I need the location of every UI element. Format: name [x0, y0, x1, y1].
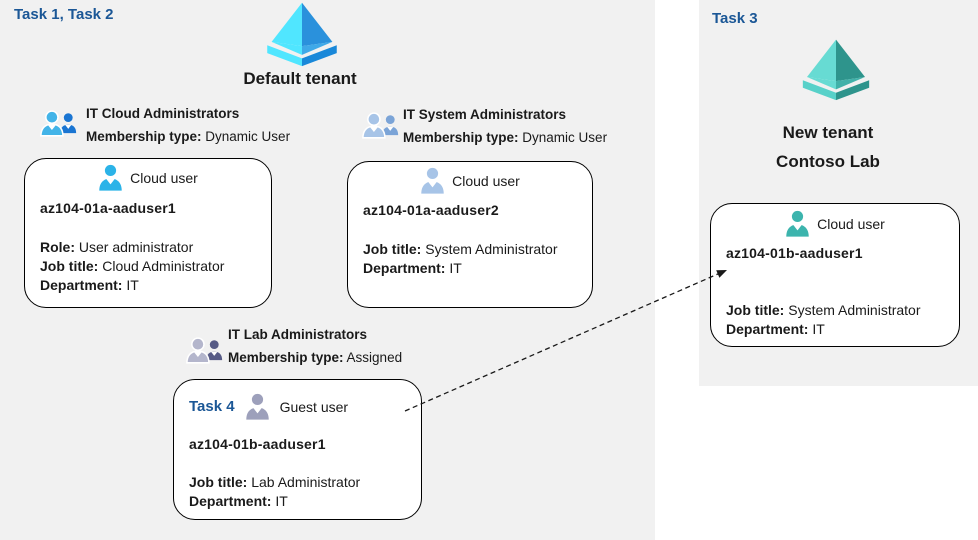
user-name: az104-01b-aaduser1: [189, 436, 326, 452]
guest-user-icon: [245, 393, 269, 420]
group-title-cloud-admins: IT Cloud Administrators: [86, 106, 240, 121]
user-name: az104-01a-aaduser1: [40, 200, 176, 216]
membership-type-value: Assigned: [346, 350, 403, 365]
user-card-cloud-user-1: Cloud user az104-01a-aaduser1 Role: User…: [24, 158, 272, 308]
default-tenant-title: Default tenant: [243, 69, 357, 88]
user-department-row: Department: IT: [726, 321, 825, 337]
membership-type-label: Membership type:: [403, 130, 519, 145]
new-tenant-title-line2: Contoso Lab: [776, 152, 880, 171]
membership-type-value: Dynamic User: [205, 129, 291, 144]
task-4-label: Task 4: [189, 398, 235, 415]
task-1-2-label: Task 1, Task 2: [14, 6, 114, 23]
user-type-label: Cloud user: [452, 172, 520, 189]
user-jobtitle-row: Job title: System Administrator: [363, 241, 558, 257]
user-card-guest-user: Task 4 Guest user az104-01b-aaduser1 Job…: [173, 379, 422, 520]
new-tenant-title-line1: New tenant: [782, 123, 874, 142]
membership-type-cloud-admins: Membership type: Dynamic User: [86, 129, 290, 144]
user-name: az104-01a-aaduser2: [363, 202, 499, 218]
user-card-header: Cloud user: [348, 167, 592, 194]
user-card-cloud-user-2: Cloud user az104-01a-aaduser2 Job title:…: [347, 161, 593, 308]
user-type-label: Guest user: [279, 398, 349, 415]
group-icon-lab-admins: [186, 337, 223, 364]
azure-tenant-icon-default: [267, 2, 337, 67]
user-jobtitle-row: Job title: Lab Administrator: [189, 474, 361, 490]
user-jobtitle-row: Job title: Cloud Administrator: [40, 258, 225, 274]
group-icon-system-admins: [362, 112, 399, 139]
user-attributes: Job title: System Administrator Departme…: [363, 240, 586, 278]
user-jobtitle-row: Job title: System Administrator: [726, 302, 921, 318]
user-type-label: Cloud user: [130, 169, 198, 186]
cloud-user-icon: [421, 167, 444, 194]
cloud-user-icon: [786, 210, 809, 237]
user-card-new-tenant-user: Cloud user az104-01b-aaduser1 Job title:…: [710, 203, 960, 347]
user-type-label: Cloud user: [817, 215, 885, 232]
user-attributes: Job title: System Administrator Departme…: [726, 301, 953, 339]
user-attributes: Job title: Lab Administrator Department:…: [189, 473, 415, 511]
user-department-row: Department: IT: [40, 277, 139, 293]
group-title-system-admins: IT System Administrators: [403, 107, 567, 122]
group-title-lab-admins: IT Lab Administrators: [228, 327, 368, 342]
membership-type-label: Membership type:: [86, 129, 202, 144]
cloud-user-icon: [99, 164, 122, 191]
membership-type-lab-admins: Membership type: Assigned: [228, 350, 402, 365]
user-department-row: Department: IT: [363, 260, 462, 276]
user-department-row: Department: IT: [189, 493, 288, 509]
user-card-header: Cloud user: [711, 210, 959, 237]
user-card-header: Task 4 Guest user: [189, 393, 348, 420]
user-role-row: Role: User administrator: [40, 239, 194, 255]
user-name: az104-01b-aaduser1: [726, 245, 863, 261]
membership-type-label: Membership type:: [228, 350, 344, 365]
membership-type-value: Dynamic User: [522, 130, 608, 145]
task-3-label: Task 3: [712, 10, 758, 27]
user-card-header: Cloud user: [25, 164, 271, 191]
membership-type-system-admins: Membership type: Dynamic User: [403, 130, 607, 145]
user-attributes: Role: User administrator Job title: Clou…: [40, 238, 265, 295]
azure-tenant-icon-new: [802, 39, 870, 101]
group-icon-cloud-admins: [40, 110, 77, 137]
